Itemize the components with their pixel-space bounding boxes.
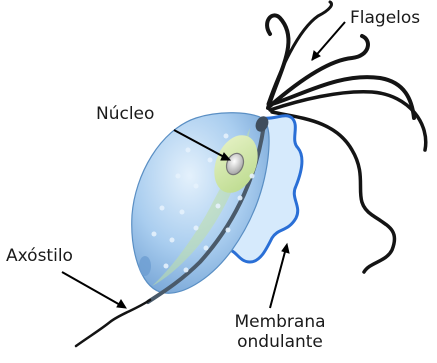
pointer-axostilo [62, 272, 122, 306]
label-nucleo: Núcleo [96, 104, 154, 124]
pointer-membrana [270, 248, 286, 308]
label-axostilo: Axóstilo [6, 246, 73, 266]
label-flagelos: Flagelos [350, 8, 420, 28]
label-membrana-line2: ondulante [228, 332, 332, 352]
axostyle-tail [76, 300, 150, 346]
basal-body [139, 256, 151, 276]
label-membrana-ondulante: Membrana ondulante [228, 312, 332, 352]
label-membrana-line1: Membrana [228, 312, 332, 332]
